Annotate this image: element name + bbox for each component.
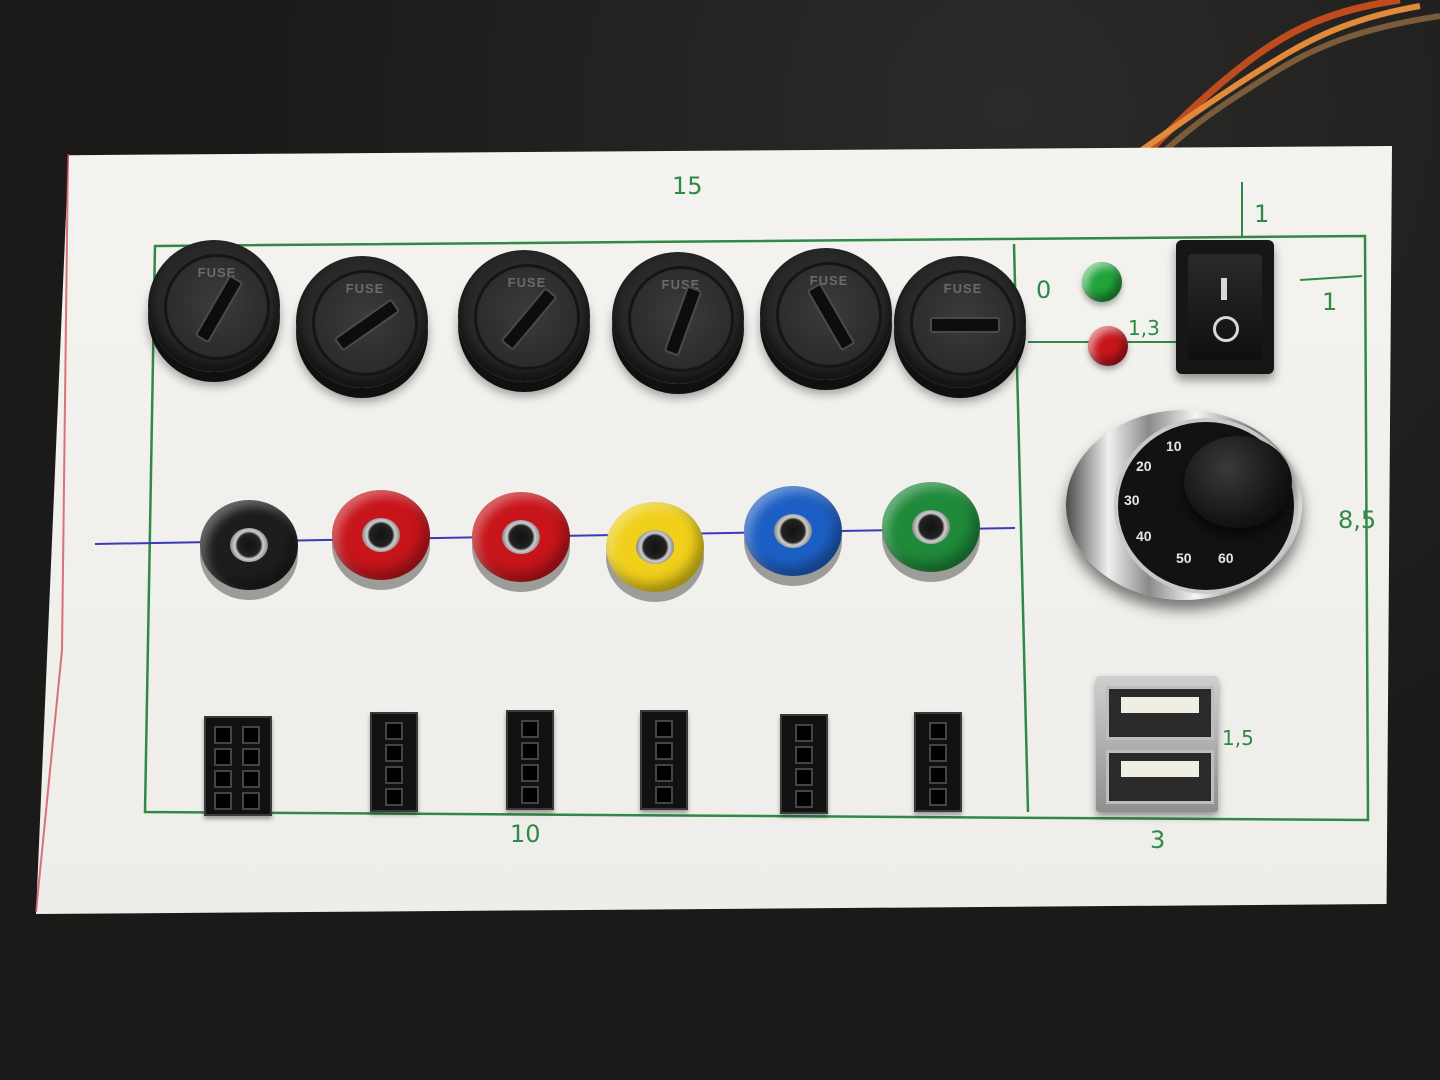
jack-hole xyxy=(636,530,674,564)
fuse-holder-2[interactable]: FUSE xyxy=(296,256,428,388)
fuse-cap: FUSE xyxy=(776,262,882,368)
dial-number: 60 xyxy=(1218,550,1234,566)
dimension-top: 15 xyxy=(672,172,703,200)
fuse-label: FUSE xyxy=(345,281,385,296)
fuse-slot xyxy=(333,298,401,352)
dimension-usb-height: 1,5 xyxy=(1222,726,1254,750)
banana-jack-black[interactable] xyxy=(200,500,298,590)
usb-port-1[interactable] xyxy=(1106,686,1214,740)
fuse-holder-6[interactable]: FUSE xyxy=(894,256,1026,388)
banana-jack-green[interactable] xyxy=(882,482,980,572)
dimension-led-gap: 1,3 xyxy=(1128,316,1160,340)
fuse-cap: FUSE xyxy=(164,254,270,360)
pin-header-1x4-5[interactable] xyxy=(914,712,962,812)
fuse-slot xyxy=(806,282,856,352)
power-rocker-switch[interactable] xyxy=(1176,240,1274,374)
on-mark xyxy=(1221,278,1227,300)
led-label: 0 xyxy=(1036,276,1052,304)
jack-hole xyxy=(774,514,812,548)
fuse-label: FUSE xyxy=(197,265,237,280)
dimension-switch-top: 1 xyxy=(1254,200,1270,228)
fuse-label: FUSE xyxy=(943,281,983,296)
usb-port-2[interactable] xyxy=(1106,750,1214,804)
rocker-face xyxy=(1188,254,1262,360)
led-red xyxy=(1088,326,1128,366)
usb-tongue xyxy=(1121,697,1199,713)
fuse-slot xyxy=(194,274,244,344)
pot-knob[interactable] xyxy=(1184,436,1292,528)
fuse-slot xyxy=(500,287,558,351)
fuse-cap: FUSE xyxy=(910,270,1016,376)
fuse-cap: FUSE xyxy=(628,266,734,372)
fuse-holder-1[interactable]: FUSE xyxy=(148,240,280,372)
dial-number: 30 xyxy=(1124,492,1140,508)
fuse-holder-4[interactable]: FUSE xyxy=(612,252,744,384)
fuse-holder-5[interactable]: FUSE xyxy=(760,248,892,380)
banana-jack-red-2[interactable] xyxy=(472,492,570,582)
dimension-bottom: 10 xyxy=(510,820,541,848)
pin-header-2x4[interactable] xyxy=(204,716,272,816)
led-green xyxy=(1082,262,1122,302)
fuse-holder-3[interactable]: FUSE xyxy=(458,250,590,382)
jack-hole xyxy=(912,510,950,544)
banana-jack-red-1[interactable] xyxy=(332,490,430,580)
banana-jack-blue[interactable] xyxy=(744,486,842,576)
fuse-cap: FUSE xyxy=(312,270,418,376)
fuse-label: FUSE xyxy=(809,273,849,288)
dimension-switch-right: 1 xyxy=(1322,288,1338,316)
dial-number: 40 xyxy=(1136,528,1152,544)
dial-number: 10 xyxy=(1166,438,1182,454)
pin-header-1x4-1[interactable] xyxy=(370,712,418,812)
twisted-wires xyxy=(1126,0,1440,168)
jack-hole xyxy=(502,520,540,554)
fuse-label: FUSE xyxy=(661,277,701,292)
dial-number: 20 xyxy=(1136,458,1152,474)
jack-hole xyxy=(362,518,400,552)
fuse-cap: FUSE xyxy=(474,264,580,370)
usb-dual-port[interactable] xyxy=(1096,676,1218,812)
dimension-right-height: 8,5 xyxy=(1338,506,1377,534)
potentiometer-dial[interactable]: 0 10 20 30 40 50 60 xyxy=(1058,400,1314,606)
fuse-label: FUSE xyxy=(507,275,547,290)
fuse-slot xyxy=(663,285,703,357)
jack-hole xyxy=(230,528,268,562)
dial-number: 50 xyxy=(1176,550,1192,566)
pin-header-1x4-2[interactable] xyxy=(506,710,554,810)
dimension-usb-width: 3 xyxy=(1150,826,1166,854)
banana-jack-yellow[interactable] xyxy=(606,502,704,592)
usb-tongue xyxy=(1121,761,1199,777)
pin-header-1x4-4[interactable] xyxy=(780,714,828,814)
off-mark xyxy=(1213,316,1239,342)
pin-header-1x4-3[interactable] xyxy=(640,710,688,810)
fuse-slot xyxy=(930,317,1000,333)
